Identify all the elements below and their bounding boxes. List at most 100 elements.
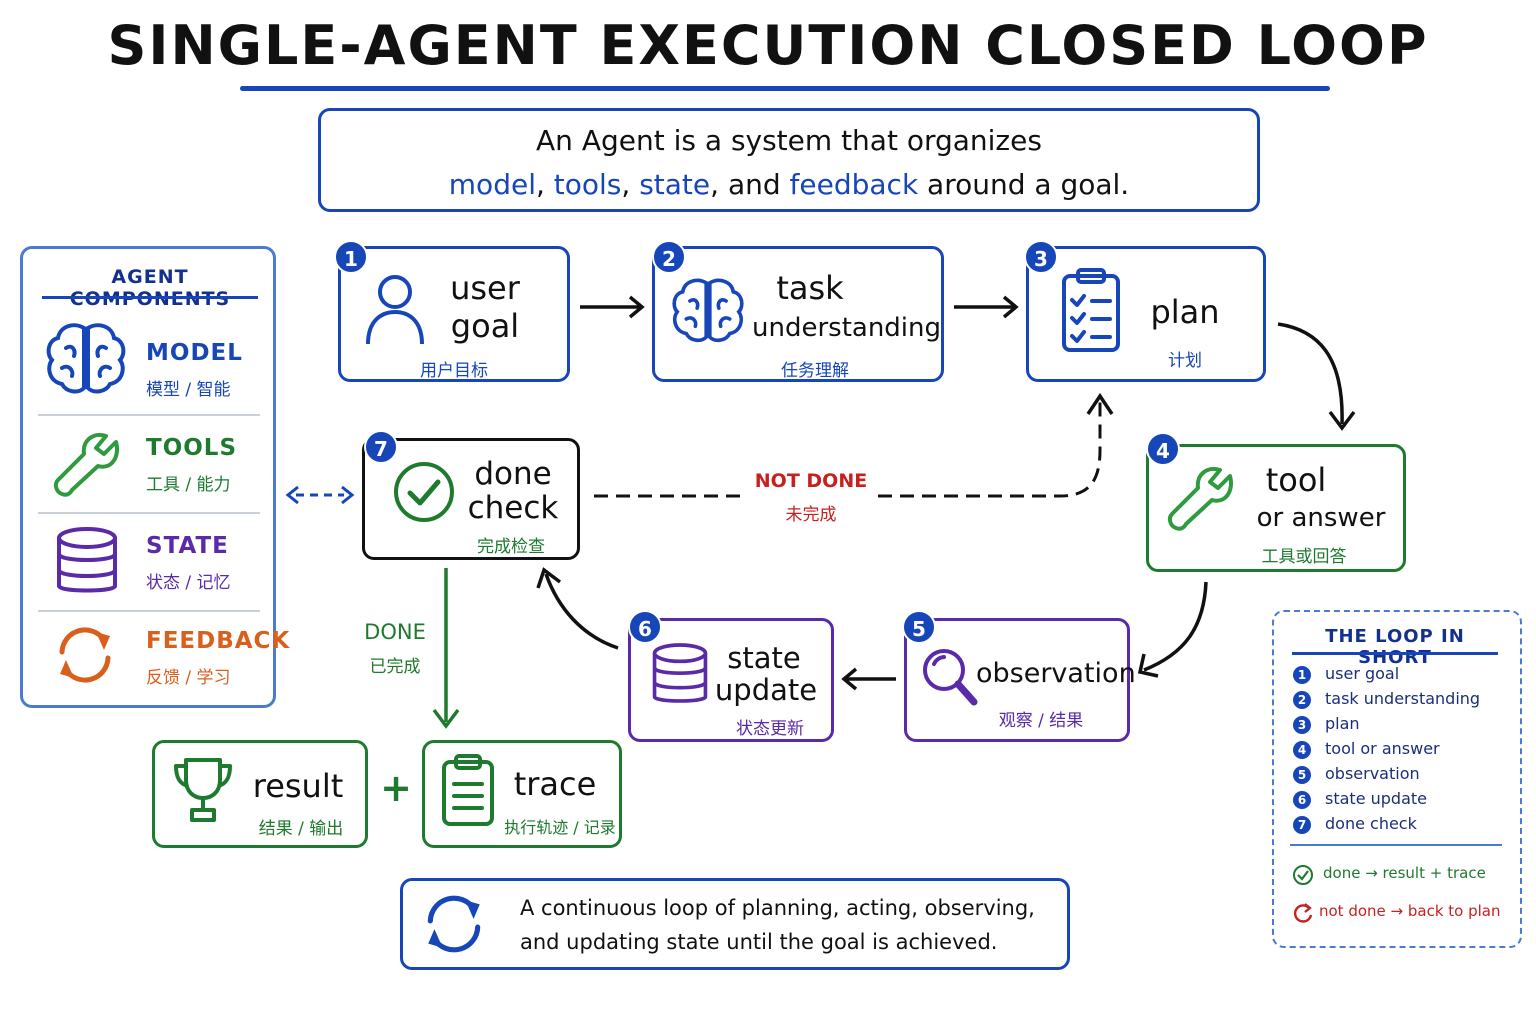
page-title: SINGLE-AGENT EXECUTION CLOSED LOOP [107,14,1429,77]
step-badge: 6 [628,610,662,644]
step-cn-label: 工具或回答 [1261,547,1347,567]
component-tools-sub: 工具 / 能力 [146,475,231,495]
keyword-tools: tools [553,168,622,201]
component-state-name: STATE [146,533,229,559]
step-label: user [450,269,520,307]
summary-box [400,878,1070,970]
cycle-icon [427,895,481,953]
definition-box: An Agent is a system that organizes mode… [318,108,1260,212]
checklist-icon [1062,268,1120,352]
trace-label: trace [513,765,597,803]
keyword-model: model [448,168,536,201]
definition-tail: around a goal. [918,168,1130,201]
step-label: or answer [1256,503,1386,533]
legend-panel [1272,610,1522,948]
brain-icon [672,278,744,343]
step-label: goal [450,307,520,345]
step-badge: 3 [1024,240,1058,274]
step-tool-or-answer[interactable] [1146,444,1406,572]
database-icon [57,527,117,593]
component-model-sub: 模型 / 智能 [146,380,231,400]
retry-icon [1294,903,1313,923]
step-cn-label: 观察 / 结果 [998,711,1084,731]
step-badge: 2 [652,240,686,274]
legend-item: plan [1325,714,1360,733]
step-label: update [714,673,818,707]
legend-done: done → result + trace [1323,864,1486,882]
trophy-icon [174,758,232,822]
keyword-feedback: feedback [789,168,919,201]
check-circle-icon [394,462,454,522]
legend-item: done check [1325,814,1417,833]
legend-item: user goal [1325,664,1400,683]
done-arrow-icon [432,568,460,729]
step-state-update[interactable] [628,618,834,742]
step-cn-label: 任务理解 [781,361,849,381]
step-label: check [467,490,559,526]
component-divider [38,414,260,416]
step-badge: 7 [364,430,398,464]
brain-icon [46,323,126,394]
arrow-right-icon [954,295,1019,319]
component-divider [38,512,260,514]
step-label: state [727,641,801,675]
step-cn-label: 完成检查 [477,537,545,557]
legend-item: state update [1325,789,1427,808]
component-model-name: MODEL [146,340,243,366]
definition-sep: , [535,168,554,201]
step-label: tool [1265,461,1327,499]
done-label: DONE [364,620,426,644]
component-tools-name: TOOLS [146,435,238,461]
legend-badge: 5 [1293,766,1311,784]
definition-sep: , [621,168,640,201]
not-done-cn-label: 未完成 [785,505,837,525]
summary-line-1: A continuous loop of planning, acting, o… [520,896,1035,920]
trace-cn-label: 执行轨迹 / 记录 [504,818,616,837]
magnifier-icon [923,649,978,706]
step-label: understanding [752,313,942,343]
legend-badge: 3 [1293,716,1311,734]
result-cn-label: 结果 / 输出 [258,819,344,839]
keyword-state: state [639,168,711,201]
legend-title: THE LOOP IN SHORT [1325,626,1465,668]
step-badge: 5 [902,610,936,644]
wrench-icon [1167,467,1233,531]
result-label: result [252,767,344,805]
legend-badge: 1 [1293,666,1311,684]
step-badge: 1 [334,240,368,274]
user-icon [366,275,424,345]
step-user-goal[interactable] [338,246,570,382]
step-label: plan [1150,293,1220,331]
component-divider [38,610,260,612]
definition-line-2: model, tools, state, and feedback around… [321,163,1257,207]
title-underline [240,86,1330,91]
legend-badge: 7 [1293,816,1311,834]
check-circle-icon [1293,865,1313,885]
cycle-icon [59,627,111,683]
legend-item: task understanding [1325,689,1481,708]
legend-badge: 6 [1293,791,1311,809]
component-feedback-name: FEEDBACK [146,628,291,654]
definition-sep: , and [710,168,790,201]
legend-badge: 2 [1293,691,1311,709]
step-cn-label: 用户目标 [420,361,488,381]
done-cn-label: 已完成 [369,657,421,677]
components-title-underline [42,296,258,299]
arrow-curve-icon [1137,581,1208,678]
legend-divider [1290,844,1502,846]
components-panel [20,246,276,708]
component-feedback-sub: 反馈 / 学习 [146,668,231,688]
legend-title-underline [1292,652,1498,655]
wrench-icon [53,433,119,497]
legend-badge: 4 [1293,741,1311,759]
arrow-curve-icon [1277,322,1356,431]
step-observation[interactable] [904,618,1130,742]
step-cn-label: 状态更新 [736,719,804,739]
definition-line-1: An Agent is a system that organizes [536,124,1042,157]
arrow-left-icon [841,667,896,691]
summary-line-2: and updating state until the goal is ach… [520,930,998,954]
step-label: done [474,456,552,492]
database-icon [652,643,708,703]
step-task-understanding[interactable] [652,246,944,382]
step-done-check[interactable] [362,438,580,560]
